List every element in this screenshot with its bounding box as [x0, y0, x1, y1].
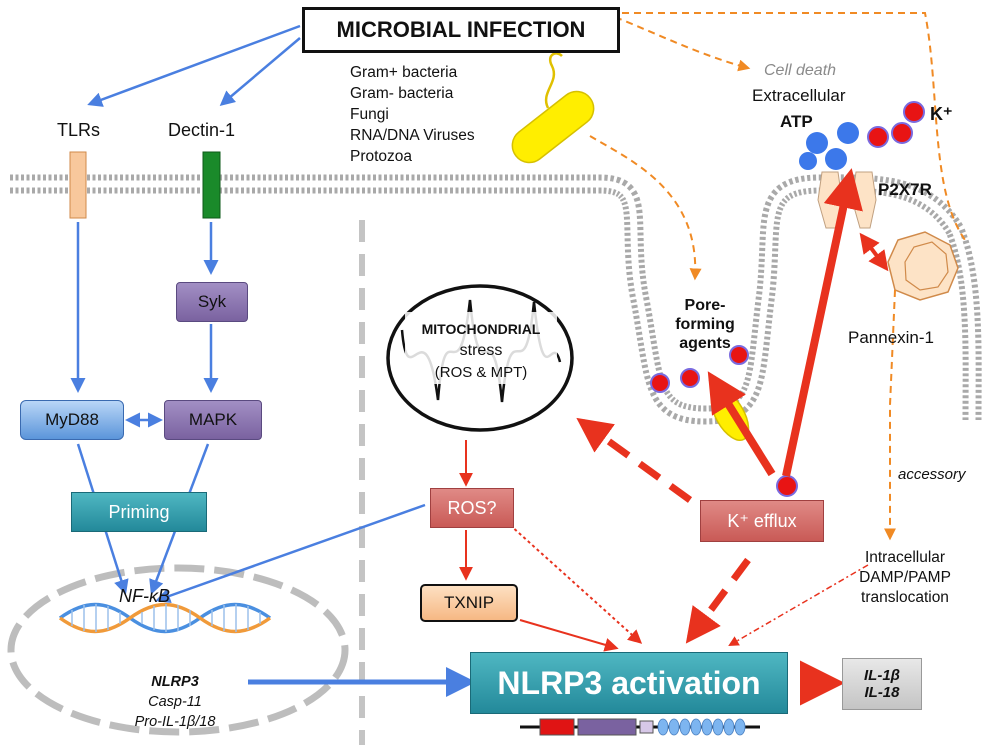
- pathogen-item: Gram+ bacteria: [350, 64, 458, 81]
- tlr-receptor-icon: [69, 151, 87, 219]
- p2x7r-label: P2X7R: [878, 180, 932, 199]
- gene-nlrp3: NLRP3: [151, 674, 199, 690]
- mito-label: MITOCHONDRIAL stress (ROS & MPT): [405, 318, 557, 384]
- translocation-line: Intracellular: [864, 549, 946, 566]
- nlrp3-activation-label: NLRP3 activation: [497, 664, 761, 701]
- syk-box: Syk: [176, 282, 248, 322]
- priming-label: Priming: [108, 501, 170, 522]
- output-il1b: IL-1β: [864, 667, 900, 684]
- extracellular-label: Extracellular: [752, 86, 846, 105]
- red-arrows: [459, 168, 889, 706]
- title-box: MICROBIAL INFECTION: [302, 7, 620, 53]
- cell-membrane: [10, 174, 982, 425]
- pathogen-item: Protozoa: [350, 148, 413, 165]
- pathogen-item: RNA/DNA Viruses: [350, 127, 475, 144]
- pathogen-item: Fungi: [350, 106, 389, 123]
- mito-line-3: (ROS & MPT): [434, 364, 528, 381]
- mapk-label: MAPK: [188, 410, 238, 429]
- gene-list: NLRP3 Casp-11 Pro-IL-1β/18: [110, 672, 240, 732]
- output-il18: IL-18: [864, 684, 900, 701]
- txnip-box: TXNIP: [420, 584, 518, 622]
- pannexin-channel-icon: [887, 231, 959, 301]
- cytokine-box: IL-1β IL-18: [842, 658, 922, 710]
- k-efflux-box: K⁺ efflux: [700, 500, 824, 542]
- mitochondrion-icon: [386, 284, 574, 432]
- myd88-box: MyD88: [20, 400, 124, 440]
- atp-molecules: [799, 122, 859, 170]
- orange-dashed-arrows: [589, 12, 966, 541]
- mito-line-1: MITOCHONDRIAL: [421, 321, 541, 337]
- atp-label: ATP: [780, 112, 813, 131]
- tlrs-label: TLRs: [57, 120, 101, 140]
- pathogen-list: Gram+ bacteria Gram- bacteria Fungi RNA/…: [350, 62, 475, 167]
- gene-casp11: Casp-11: [148, 694, 202, 710]
- accessory-label: accessory: [898, 466, 966, 483]
- priming-box: Priming: [71, 492, 207, 532]
- nucleus: [7, 564, 349, 736]
- dectin-receptor-icon: [202, 151, 221, 219]
- mapk-box: MAPK: [164, 400, 262, 440]
- nlrp3-domain-bar: [520, 718, 760, 736]
- page-title: MICROBIAL INFECTION: [336, 17, 586, 42]
- dna-helix-icon: [58, 602, 272, 634]
- mito-line-2: stress: [459, 342, 503, 359]
- translocation-line: translocation: [861, 589, 949, 606]
- pore-line-1: Pore-: [684, 297, 726, 314]
- ros-box: ROS?: [430, 488, 514, 528]
- nlrp3-activation-box: NLRP3 activation: [470, 652, 788, 714]
- gene-pro-il: Pro-IL-1β/18: [134, 714, 216, 730]
- txnip-label: TXNIP: [443, 593, 495, 612]
- pathogen-item: Gram- bacteria: [350, 85, 454, 102]
- ros-label: ROS?: [447, 497, 497, 518]
- bacterium-icon: [511, 52, 595, 164]
- k-efflux-label: K⁺ efflux: [727, 510, 797, 531]
- translocation-label: Intracellular DAMP/PAMP translocation: [830, 548, 980, 608]
- pore-line-3: agents: [679, 335, 731, 352]
- dectin-label: Dectin-1: [168, 120, 236, 140]
- pore-line-2: forming: [675, 316, 735, 333]
- translocation-line: DAMP/PAMP: [859, 569, 951, 586]
- nfkb-label: NF-κB: [119, 586, 170, 606]
- k-ions: [650, 101, 925, 497]
- cell-death-label: Cell death: [764, 62, 837, 79]
- syk-label: Syk: [197, 292, 227, 311]
- pore-label: Pore- forming agents: [660, 296, 750, 353]
- myd88-label: MyD88: [45, 410, 99, 429]
- k-plus-label: K⁺: [930, 104, 953, 124]
- pannexin-label: Pannexin-1: [848, 328, 935, 347]
